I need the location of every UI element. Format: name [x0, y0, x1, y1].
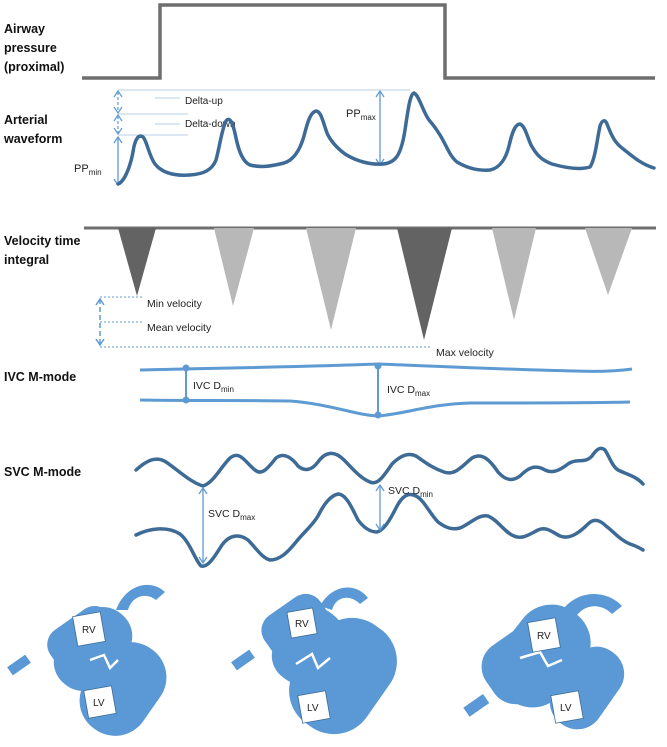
svg-text:Velocity time: Velocity time	[4, 234, 80, 248]
svc-mmode-label: SVC M-mode	[4, 465, 81, 479]
rv-label-box	[527, 617, 561, 653]
delta-up-arrowheads	[113, 89, 123, 115]
lv-label-box	[83, 685, 117, 719]
svg-text:waveform: waveform	[3, 132, 62, 146]
great-vessel-arch	[320, 587, 368, 610]
heart-diagram-1: RV LV	[7, 584, 167, 736]
great-vessel-arch	[116, 584, 165, 610]
ivc-lower-wall	[139, 398, 631, 418]
svc-upper-wall	[134, 446, 645, 488]
vti-triangle-2	[214, 228, 254, 306]
ivc-dmin-top-dot	[182, 364, 190, 372]
lv-label-box	[297, 690, 331, 724]
heart-vessel	[231, 649, 255, 671]
ivc-upper-wall	[139, 362, 633, 373]
max-velocity-label: Max velocity	[436, 347, 495, 359]
rv-label: RV	[82, 625, 96, 636]
rv-label-box	[72, 611, 106, 647]
svg-text:integral: integral	[4, 253, 49, 267]
velocity-time-integral-label: Velocity time integral	[4, 234, 80, 267]
rv-label-box	[286, 607, 318, 639]
airway-pressure-trace	[82, 3, 655, 80]
vti-triangle-4	[397, 228, 452, 340]
velocity-annotations: Min velocity Mean velocity Max velocity	[95, 296, 495, 359]
great-vessel-arch	[560, 594, 622, 620]
ivc-dmax-top-dot	[374, 362, 382, 370]
heart-diagram-2: RV LV	[231, 587, 397, 735]
pp-max-label: PPmax	[346, 108, 376, 122]
septum-line	[519, 650, 563, 668]
svc-dmin-arrowheads	[375, 483, 385, 532]
vti-triangle-5	[492, 228, 536, 320]
svc-dmin-label: SVC Dmin	[388, 485, 433, 499]
lv-label: LV	[93, 698, 105, 709]
lv-label-box	[550, 690, 584, 724]
svc-dmax-arrowheads	[198, 486, 208, 565]
vti-triangle-1	[118, 228, 156, 296]
delta-up-label: Delta-up	[185, 96, 223, 107]
delta-down-label: Delta-down	[185, 119, 236, 130]
svg-text:Airway: Airway	[4, 22, 45, 36]
arterial-waveform-annotations: Delta-up Delta-down PPmin PPmax	[74, 89, 410, 187]
min-velocity-label: Min velocity	[147, 298, 203, 310]
rv-label: RV	[295, 619, 309, 630]
heart-vessel	[7, 654, 31, 676]
svc-lower-wall	[134, 492, 645, 568]
ivc-dmax-label: IVC Dmax	[387, 384, 430, 398]
svg-text:(proximal): (proximal)	[4, 60, 64, 74]
velocity-range-arrowheads	[95, 297, 105, 347]
heart-diagram-3: RV LV	[463, 594, 625, 730]
svc-dmax-label: SVC Dmax	[208, 508, 255, 522]
ivc-dmin-label: IVC Dmin	[193, 380, 234, 394]
ivc-dmin-bottom-dot	[182, 396, 190, 404]
septum-line	[295, 652, 331, 671]
vti-triangle-3	[306, 228, 356, 330]
delta-down-arrowheads	[113, 113, 123, 136]
vti-triangle-6	[585, 228, 632, 295]
airway-pressure-label: Airway pressure (proximal)	[4, 22, 64, 74]
pp-min-label: PPmin	[74, 163, 102, 177]
arterial-waveform-trace	[116, 91, 656, 186]
svg-text:pressure: pressure	[4, 41, 57, 55]
mean-velocity-label: Mean velocity	[147, 322, 212, 334]
ivc-dmax-bottom-dot	[374, 411, 382, 419]
rv-label: RV	[537, 631, 551, 642]
lv-label: LV	[307, 703, 319, 714]
lv-label: LV	[560, 703, 572, 714]
ivc-mmode-label: IVC M-mode	[4, 370, 76, 384]
septum-line	[89, 653, 119, 671]
svg-text:Arterial: Arterial	[4, 113, 48, 127]
arterial-waveform-label: Arterial waveform	[3, 113, 62, 146]
heart-vessel	[463, 694, 490, 717]
